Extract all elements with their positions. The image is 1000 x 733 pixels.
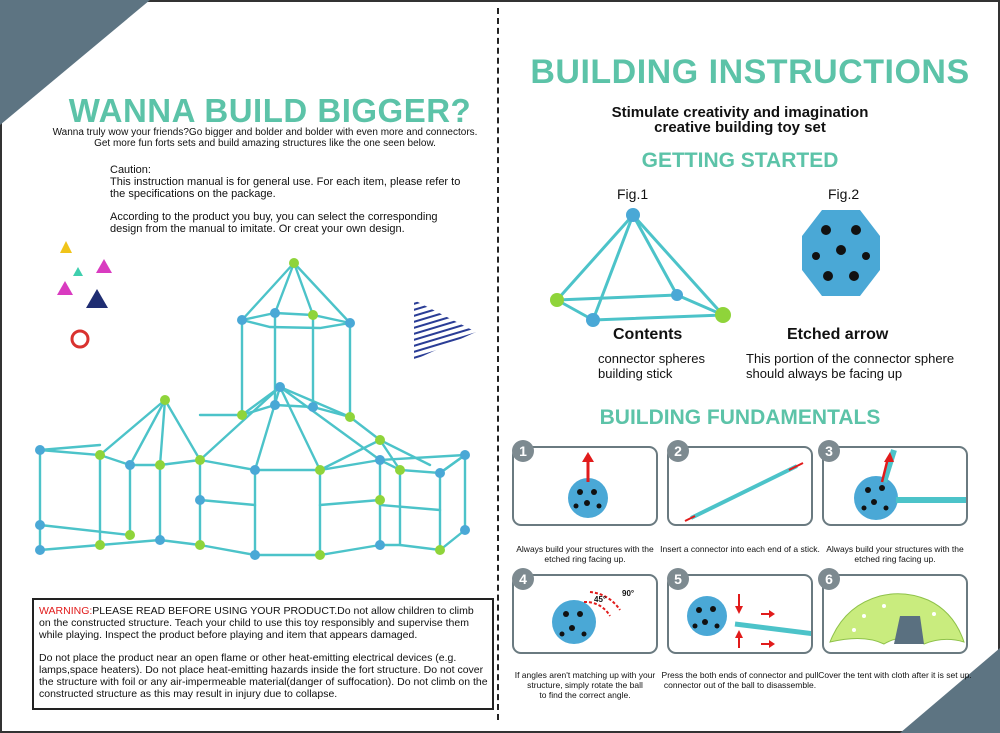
bottom-right-corner-triangle bbox=[900, 648, 1000, 733]
step-5-caption-line-2: connector out of the ball to disassemble… bbox=[663, 680, 817, 690]
step-5-illustration bbox=[687, 594, 811, 648]
step-3-caption-line-1: Always build your structures with the bbox=[826, 544, 964, 554]
step-5-panel bbox=[667, 574, 813, 654]
warning-paragraph-2: Do not place the product near an open fl… bbox=[39, 652, 488, 700]
step-2-panel bbox=[667, 446, 813, 526]
step-2-caption: Insert a connector into each end of a st… bbox=[660, 544, 820, 554]
fort-structure-illustration bbox=[35, 258, 470, 560]
step-3-number: 3 bbox=[818, 440, 840, 462]
step-4-caption-line-3: to find the correct angle. bbox=[539, 690, 631, 700]
step-5-caption: Press the both ends of connector and pul… bbox=[660, 670, 820, 690]
warning-paragraph-1: WARNING:PLEASE READ BEFORE USING YOUR PR… bbox=[39, 605, 488, 641]
caution-text-2: According to the product you buy, you ca… bbox=[110, 211, 438, 235]
step-5-caption-line-1: Press the both ends of connector and pul… bbox=[661, 670, 819, 680]
caution-title: Caution: bbox=[110, 164, 151, 176]
fig2-connector-sphere bbox=[802, 210, 880, 296]
intro-line-1: Wanna truly wow your friends?Go bigger a… bbox=[52, 127, 478, 138]
contents-item-stick: building stick bbox=[598, 366, 673, 381]
warning-text: PLEASE READ BEFORE USING YOUR PRODUCT.Do… bbox=[39, 605, 474, 641]
step-4-caption: If angles aren't matching up with your s… bbox=[505, 670, 665, 700]
step-4-panel: 45° 90° bbox=[512, 574, 658, 654]
caution-block: Caution: This instruction manual is for … bbox=[110, 164, 470, 246]
step-4-illustration: 45° 90° bbox=[552, 589, 634, 644]
contents-list: connector spheres building stick bbox=[598, 351, 705, 381]
step-1-illustration bbox=[568, 452, 608, 518]
etched-arrow-heading: Etched arrow bbox=[787, 326, 889, 343]
subtitle: Stimulate creativity and imagination cre… bbox=[540, 105, 940, 135]
step-6-caption: Cover the tent with cloth after it is se… bbox=[815, 670, 975, 680]
building-fundamentals-heading: BUILDING FUNDAMENTALS bbox=[599, 406, 881, 429]
etched-line-1: This portion of the connector sphere bbox=[746, 351, 955, 366]
etched-line-2: should always be facing up bbox=[746, 366, 903, 381]
fig1-pyramid-illustration bbox=[550, 208, 731, 327]
step-3-caption-line-2: etched ring facing up. bbox=[854, 554, 936, 564]
angle-45-label: 45° bbox=[594, 595, 606, 604]
left-title: WANNA BUILD BIGGER? bbox=[68, 92, 472, 129]
step-1-caption-line-2: etched ring facing up. bbox=[544, 554, 626, 564]
warning-label: WARNING: bbox=[39, 605, 93, 617]
step-1-caption-line-1: Always build your structures with the bbox=[516, 544, 654, 554]
step-4-number: 4 bbox=[512, 568, 534, 590]
step-1-number: 1 bbox=[512, 440, 534, 462]
step-4-caption-line-1: If angles aren't matching up with your bbox=[514, 670, 656, 680]
step-6-caption-line-1: Cover the tent with cloth after it is se… bbox=[818, 670, 972, 680]
contents-item-spheres: connector spheres bbox=[598, 351, 705, 366]
getting-started-heading: GETTING STARTED bbox=[641, 149, 839, 172]
step-6-tent-illustration bbox=[829, 593, 965, 645]
step-2-caption-line-1: Insert a connector into each end of a st… bbox=[660, 544, 820, 554]
step-2-number: 2 bbox=[667, 440, 689, 462]
subtitle-line-1: Stimulate creativity and imagination bbox=[611, 104, 869, 121]
step-3-panel bbox=[822, 446, 968, 526]
decorative-shapes bbox=[57, 241, 112, 349]
step-3-caption: Always build your structures with the et… bbox=[815, 544, 975, 564]
subtitle-line-2: creative building toy set bbox=[654, 119, 826, 136]
step-6-panel bbox=[822, 574, 968, 654]
page-divider bbox=[497, 8, 499, 720]
warning-box: WARNING:PLEASE READ BEFORE USING YOUR PR… bbox=[32, 598, 494, 710]
step-2-illustration bbox=[684, 462, 804, 522]
fig2-label: Fig.2 bbox=[828, 186, 860, 202]
striped-triangle-graphic bbox=[414, 300, 476, 360]
step-5-number: 5 bbox=[667, 568, 689, 590]
intro-line-2: Get more fun forts sets and build amazin… bbox=[94, 138, 436, 149]
right-title: BUILDING INSTRUCTIONS bbox=[530, 53, 970, 91]
step-1-panel bbox=[512, 446, 658, 526]
step-1-caption: Always build your structures with the et… bbox=[505, 544, 665, 564]
step-6-number: 6 bbox=[818, 568, 840, 590]
top-left-corner-triangle bbox=[0, 0, 150, 125]
caution-text: This instruction manual is for general u… bbox=[110, 176, 461, 200]
contents-heading: Contents bbox=[613, 326, 683, 343]
etched-arrow-text: This portion of the connector sphere sho… bbox=[746, 351, 954, 381]
angle-90-label: 90° bbox=[622, 589, 634, 598]
fig1-label: Fig.1 bbox=[617, 186, 649, 202]
intro-text: Wanna truly wow your friends?Go bigger a… bbox=[40, 127, 490, 149]
step-3-illustration bbox=[854, 449, 966, 520]
step-4-caption-line-2: structure, simply rotate the ball bbox=[527, 680, 643, 690]
